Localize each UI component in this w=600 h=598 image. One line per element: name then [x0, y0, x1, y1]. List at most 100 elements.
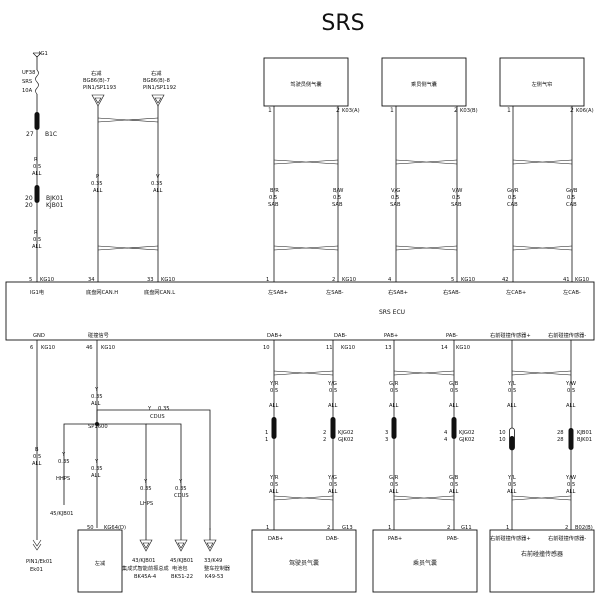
bjk01-connector: [34, 185, 40, 203]
wire-option: ALL: [389, 403, 398, 409]
wire-gauge: 0.5: [508, 195, 516, 201]
wire-gauge: 0.5: [450, 388, 458, 394]
pin-label: 左SAB+: [268, 288, 288, 296]
wire-option: CAB: [507, 202, 518, 208]
component-pin: 1: [266, 525, 269, 531]
plug-pin: 1: [265, 430, 268, 436]
box-conn: KG64(D): [104, 525, 126, 531]
wire-gauge: 0.5: [450, 482, 458, 488]
wire-option: ALL: [449, 403, 458, 409]
b1c-pin: 27: [26, 131, 34, 138]
can-conn: BG86(B)-7: [83, 78, 110, 84]
conn-id: K03(A): [342, 108, 360, 114]
plug-pin: 10: [499, 437, 506, 443]
component-conn: G11: [461, 525, 472, 531]
hhps-conn: 45/KJB01: [50, 511, 73, 517]
wire-option: ALL: [328, 489, 337, 495]
wire-color: P: [96, 174, 99, 180]
splice-id: SP1600: [88, 424, 108, 430]
wire-color: Y/R: [269, 381, 279, 387]
ecu-top-pins: 5 KG10 IG1电 34 底盘网CAN.H 33 KG10 底盘网CAN.L…: [29, 277, 589, 296]
wire-gauge: 0.5: [452, 195, 460, 201]
pin-number: 10: [263, 345, 270, 351]
wire-gauge: 0.5: [391, 195, 399, 201]
wire-gauge: 0.5: [508, 482, 516, 488]
component-pin-label: DAB-: [326, 536, 339, 542]
plug-conn: KJB01: [577, 430, 592, 436]
ground-conn: Ek01: [30, 567, 43, 573]
left-control-label: 左减: [95, 559, 106, 567]
passenger-airbag-bottom-box: [372, 529, 478, 593]
plug-pin: 3: [385, 437, 388, 443]
pin-label: 底盘网CAN.H: [86, 288, 118, 296]
conn-id: K06(A): [576, 108, 594, 114]
pin-number: 2: [454, 107, 458, 114]
wire-gauge: 0.35: [151, 181, 163, 187]
component-pin: 2: [565, 525, 568, 531]
wire-color: G/B: [449, 381, 459, 387]
component-pin-label: DAB+: [268, 536, 283, 542]
pin-conn: KG10: [341, 345, 355, 351]
plug-pin: 2: [323, 430, 326, 436]
pin-number: 34: [88, 277, 95, 283]
component-pin-label: PAB-: [447, 536, 459, 542]
can-h-terminal: [91, 94, 105, 107]
wire-gauge: 0.5: [329, 388, 337, 394]
wire-option: ALL: [389, 489, 398, 495]
target-name: 电池包: [172, 564, 188, 572]
pin-number: 42: [502, 277, 509, 283]
driver-airbag-bottom-box: [251, 529, 357, 593]
front-crash-sensor-box: [489, 529, 595, 593]
wire-color: Gr/B: [566, 188, 578, 194]
left-control-box: [77, 529, 123, 593]
wire-option: SAB: [390, 202, 401, 208]
pin-conn: KG10: [40, 277, 54, 283]
component-conn: B02(B): [575, 525, 593, 531]
bottom-wiring: 1 1 2 2 KJG02 GJK02 3 3 4 4 KJG02 GJK02 …: [265, 340, 592, 530]
can-side: 右减: [151, 69, 162, 77]
wire-color: Gr/R: [507, 188, 519, 194]
plug-pin: 10: [499, 430, 506, 436]
joint-name: BJK01: [46, 195, 64, 202]
wire-option: ALL: [153, 188, 162, 194]
wire-gauge: 0.5: [567, 388, 575, 394]
target-pin: 33/K49: [204, 558, 222, 564]
ecu-bottom-pins: GND 6 KG10 碰撞信号 46 KG10 DAB+ 10 DAB- 11 …: [30, 331, 586, 351]
wire-gauge: 0.5: [329, 482, 337, 488]
component-label: 右前碰撞传感器: [521, 550, 563, 558]
component-conn: G13: [342, 525, 353, 531]
pin-conn: KG10: [161, 277, 175, 283]
wire-gauge: 0.5: [333, 195, 341, 201]
crash-network: Y 0.35 ALL SP1600 Y 0.35 CDUS Y 0.35 HHP…: [50, 340, 231, 593]
pin-conn: KG10: [456, 345, 470, 351]
ground-icon: [32, 539, 42, 551]
wire-color: Y/R: [269, 475, 279, 481]
passenger-airbag-label: 乘员侧气囊: [411, 80, 437, 88]
plug-pin: 28: [557, 430, 564, 436]
pin-number: 33: [147, 277, 154, 283]
component-pin: 2: [327, 525, 330, 531]
plug-pin: 4: [444, 430, 448, 436]
component-pin-label: 右前碰撞传感器+: [490, 534, 531, 542]
pin-number: 1: [268, 107, 272, 114]
pin-label: GND: [33, 333, 45, 339]
pin-label: 右SAB+: [388, 288, 408, 296]
pin-label: DAB-: [334, 333, 347, 339]
wire-color: V: [156, 174, 160, 180]
target-conn: BK51-22: [171, 574, 193, 580]
pin-number: 11: [326, 345, 333, 351]
terminal-icon: [139, 539, 153, 552]
wire-option: ALL: [449, 489, 458, 495]
target-conn: K49-53: [205, 574, 223, 580]
wire-option: ALL: [91, 401, 100, 407]
can-pin: PIN1/SP1193: [83, 85, 116, 91]
can-l-terminal: [151, 94, 165, 107]
wire-gauge: 0.5: [567, 482, 575, 488]
ig1-label: IG1: [39, 51, 48, 57]
wire-option: ALL: [269, 489, 278, 495]
pin-number: 1: [266, 277, 269, 283]
pin-conn: KG10: [461, 277, 475, 283]
box-pin: 50: [87, 525, 94, 531]
wire-option: ALL: [507, 403, 516, 409]
